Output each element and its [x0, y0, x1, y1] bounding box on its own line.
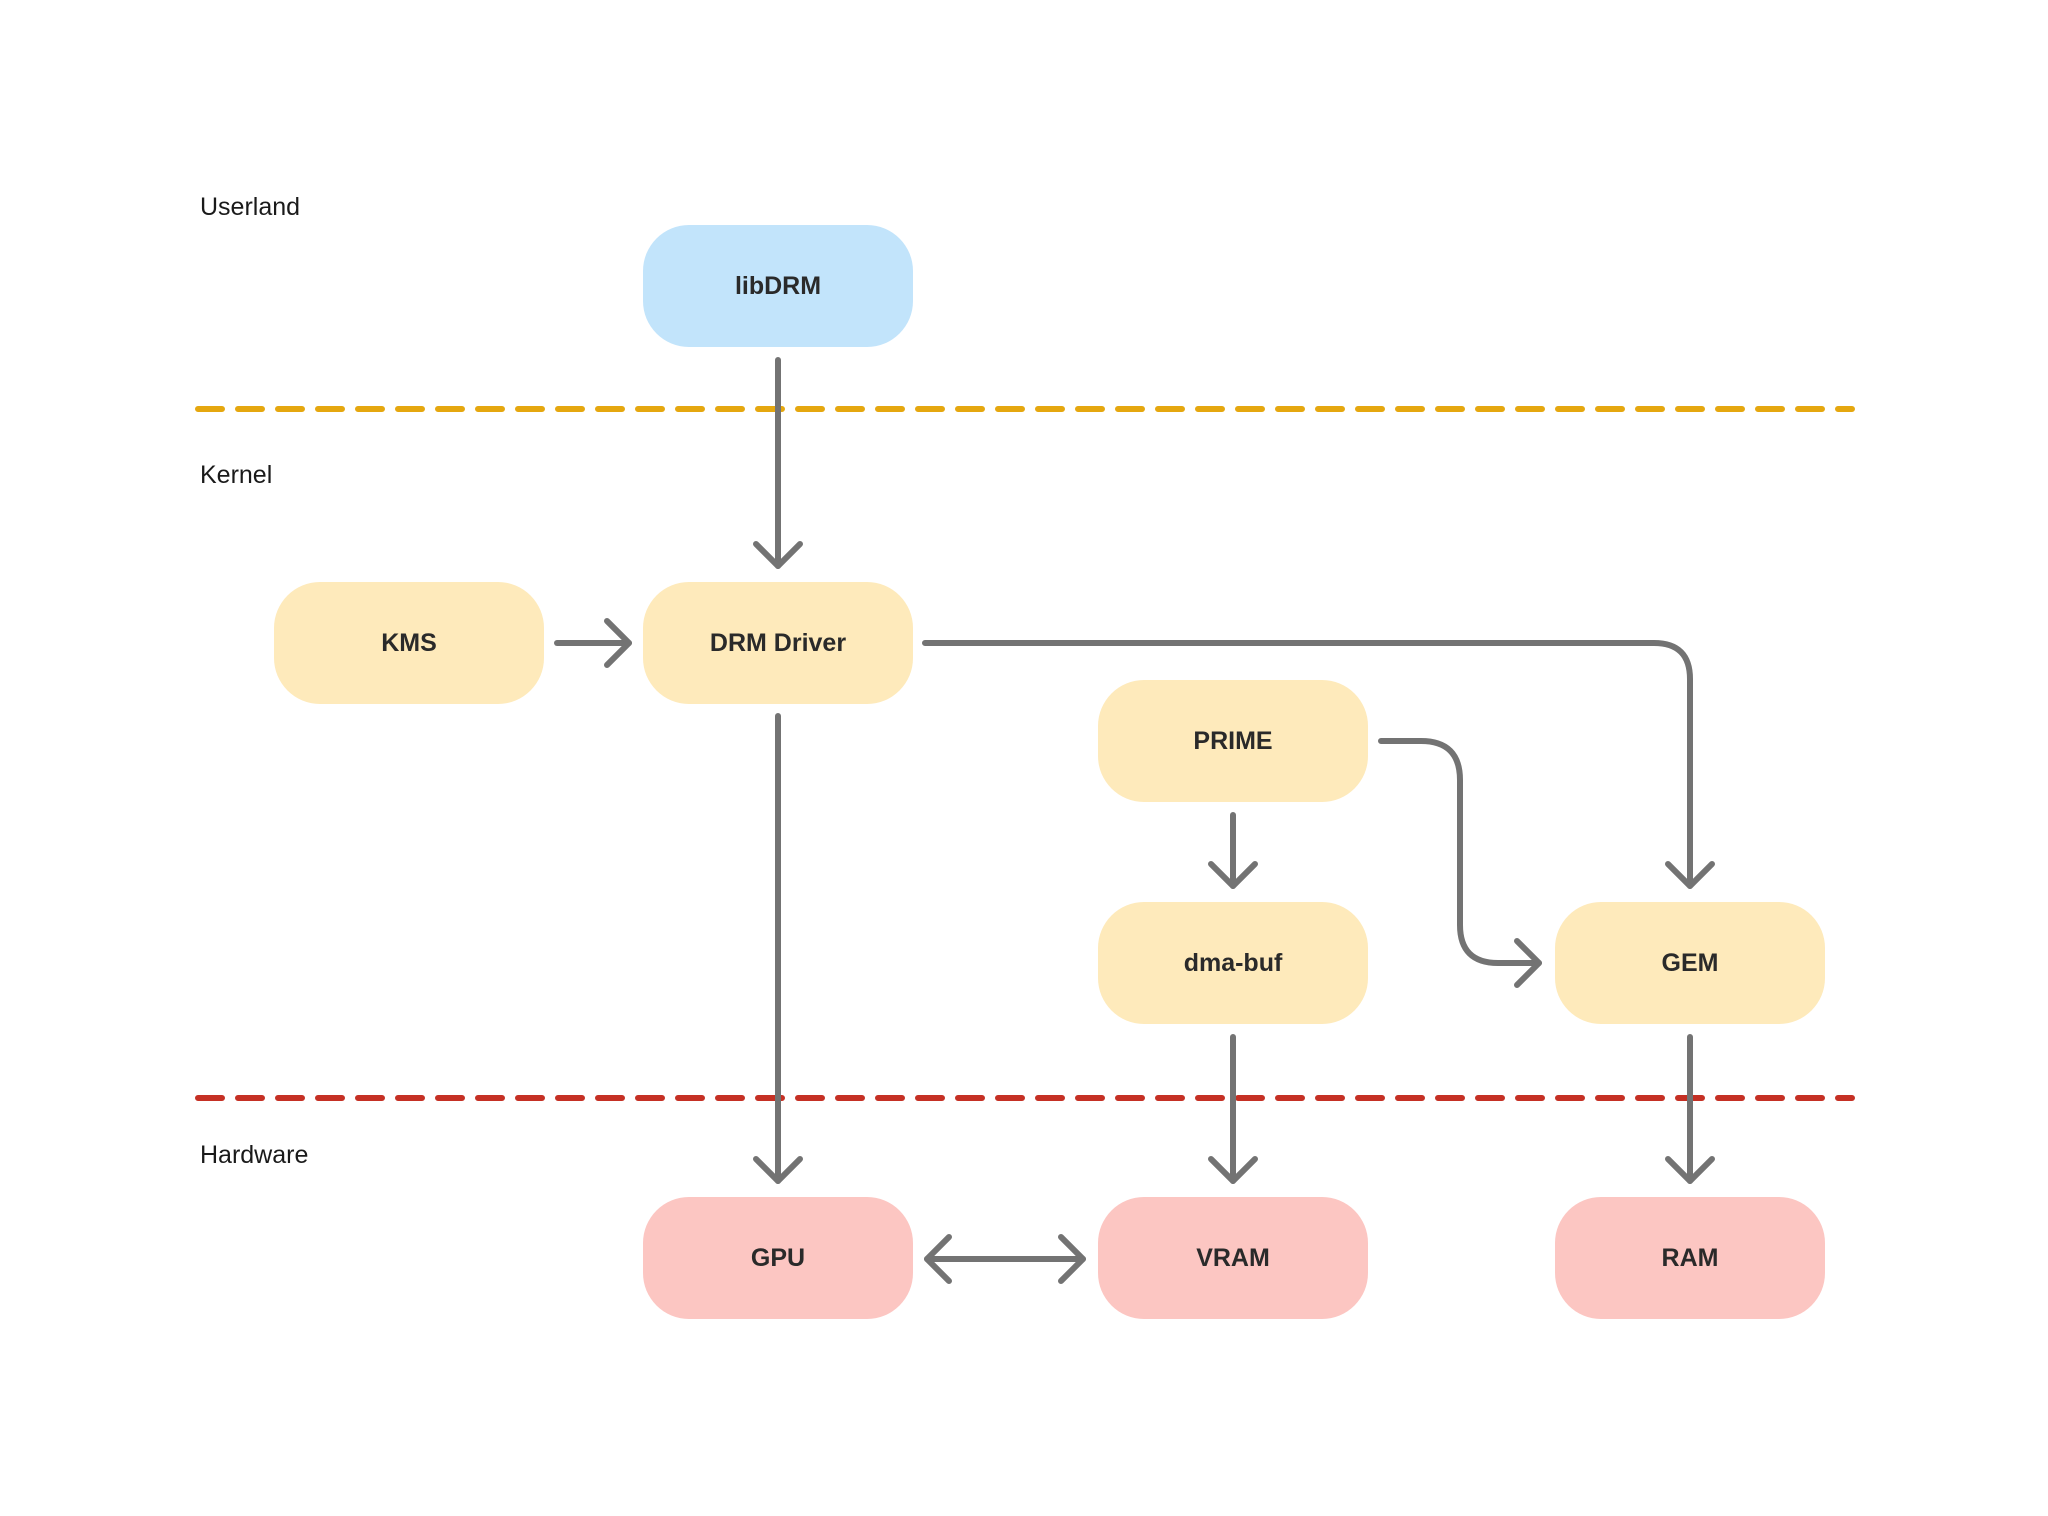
arrow-drm-driver-to-gem	[922, 640, 1715, 889]
node-gem: GEM	[1555, 902, 1825, 1024]
node-kms: KMS	[274, 582, 544, 704]
arrow-drm-driver-to-gpu	[753, 713, 803, 1184]
arrow-dma-buf-to-vram	[1208, 1034, 1258, 1184]
arrow-libdrm-to-drm-driver	[753, 357, 803, 569]
node-gpu: GPU	[643, 1197, 913, 1319]
node-libdrm: libDRM	[643, 225, 913, 347]
layer-label-hardware: Hardware	[200, 1141, 309, 1169]
node-prime: PRIME	[1098, 680, 1368, 802]
node-vram: VRAM	[1098, 1197, 1368, 1319]
arrow-kms-to-drm-driver	[554, 618, 632, 668]
layer-label-userland: Userland	[200, 193, 301, 221]
layer-label-kernel: Kernel	[200, 461, 273, 489]
arrow-gem-to-ram	[1665, 1034, 1715, 1184]
node-dma-buf: dma-buf	[1098, 902, 1368, 1024]
arrow-gpu-vram-bidirectional	[924, 1234, 1086, 1284]
node-ram: RAM	[1555, 1197, 1825, 1319]
node-drm-driver: DRM Driver	[643, 582, 913, 704]
arrow-prime-to-gem	[1378, 738, 1542, 988]
arrow-prime-to-dma-buf	[1208, 812, 1258, 889]
